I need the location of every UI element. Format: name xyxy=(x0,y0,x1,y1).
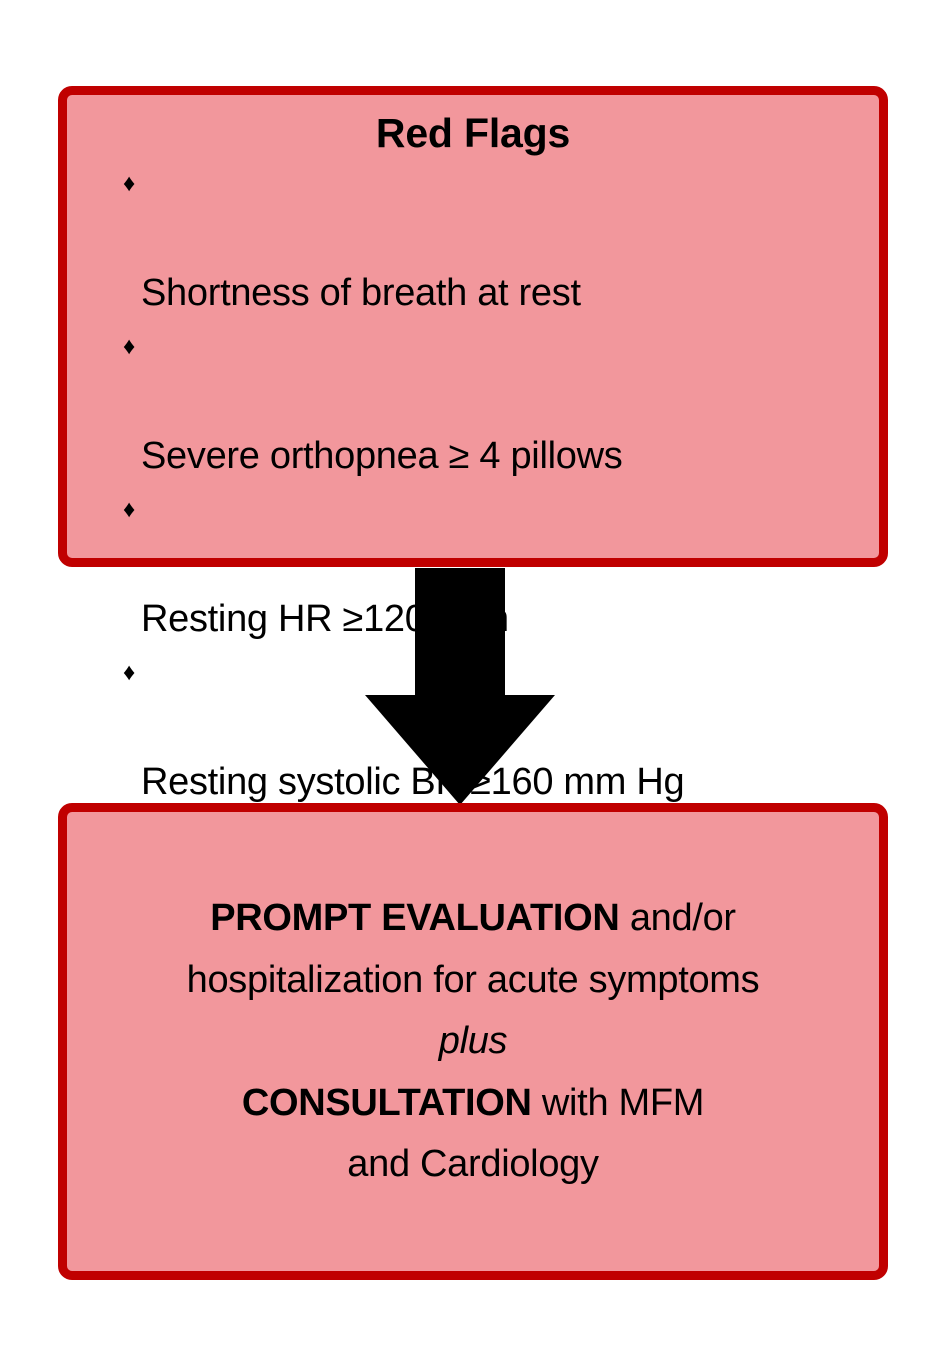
action-emphasis: CONSULTATION xyxy=(241,1081,532,1124)
diamond-bullet-icon: ♦ xyxy=(123,333,135,361)
red-flags-box: Red Flags ♦ Shortness of breath at rest … xyxy=(58,86,888,1183)
action-emphasis: PROMPT EVALUATION xyxy=(210,897,620,939)
action-text: and Cardiology xyxy=(347,1143,599,1186)
arrow-down-icon xyxy=(365,568,555,805)
diamond-bullet-icon: ♦ xyxy=(123,170,135,198)
red-flags-title: Red Flags xyxy=(375,110,571,156)
diamond-bullet-icon: ♦ xyxy=(123,496,135,524)
diamond-bullet-icon: ♦ xyxy=(123,659,135,687)
action-text: hospitalization for acute symptoms xyxy=(186,958,760,1001)
action-line: PROMPT EVALUATION and/or xyxy=(85,888,861,950)
action-conjunction: plus xyxy=(438,1020,508,1063)
action-line: hospitalization for acute symptoms xyxy=(85,950,861,1012)
action-line: CONSULTATION with MFM xyxy=(85,1073,861,1135)
action-text: with MFM xyxy=(531,1081,705,1124)
list-item-label: Shortness of breath at rest xyxy=(141,272,581,315)
list-item: ♦ Shortness of breath at rest xyxy=(123,157,869,320)
action-line: plus xyxy=(85,1011,861,1073)
action-content: PROMPT EVALUATION and/or hospitalization… xyxy=(67,888,879,1196)
action-box: PROMPT EVALUATION and/or hospitalization… xyxy=(58,803,888,1280)
action-text: and/or xyxy=(619,897,736,939)
list-item-label: Severe orthopnea ≥ 4 pillows xyxy=(141,435,623,478)
action-line: and Cardiology xyxy=(85,1134,861,1196)
list-item: ♦ Severe orthopnea ≥ 4 pillows xyxy=(123,320,869,483)
